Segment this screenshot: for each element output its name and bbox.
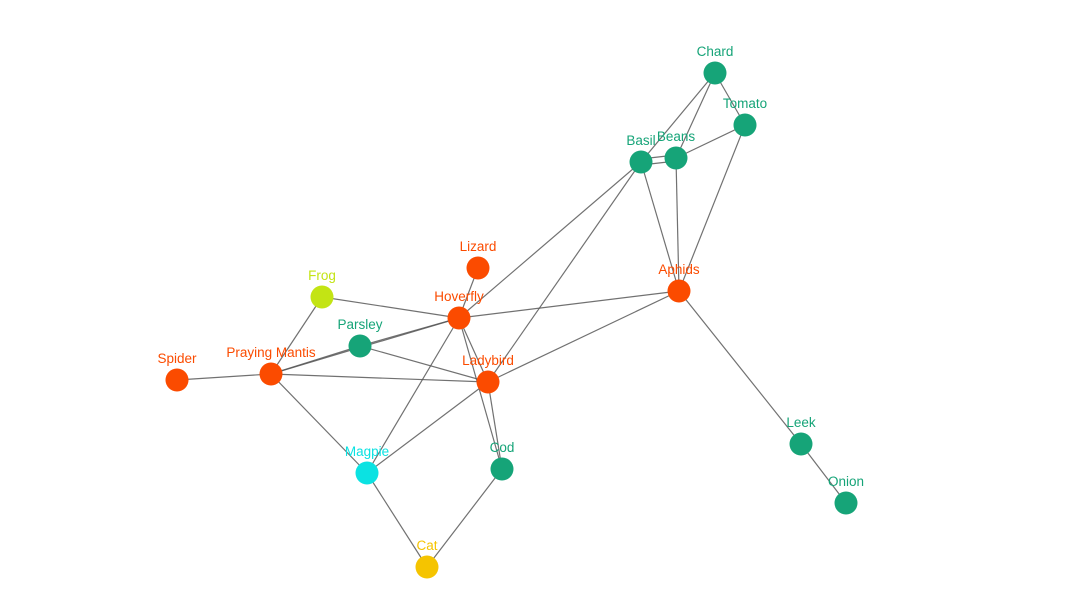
nodes-layer: [165, 61, 858, 579]
edge-beans-aphids: [675, 157, 680, 292]
edge-parsley-hoverfly: [359, 317, 460, 347]
node-label-cod: Cod: [490, 440, 515, 455]
node-cat[interactable]: [415, 555, 439, 579]
edge-basil-ladybird: [487, 161, 642, 383]
edge-hoverfly-magpie: [366, 317, 460, 474]
edge-aphids-hoverfly: [458, 290, 680, 319]
node-tomato[interactable]: [733, 113, 757, 137]
node-ladybird[interactable]: [476, 370, 500, 394]
edges-layer: [176, 72, 847, 568]
node-label-lizard: Lizard: [460, 239, 497, 254]
node-label-cat: Cat: [416, 538, 437, 553]
edge-ladybird-cod: [487, 381, 503, 470]
node-label-praying-mantis: Praying Mantis: [226, 345, 316, 360]
node-label-basil: Basil: [626, 133, 655, 148]
node-aphids[interactable]: [667, 279, 691, 303]
node-label-leek: Leek: [786, 415, 816, 430]
edge-leek-onion: [800, 443, 847, 504]
node-spider[interactable]: [165, 368, 189, 392]
edge-praying-mantis-ladybird: [270, 373, 489, 383]
edge-ladybird-magpie: [366, 381, 489, 474]
node-magpie[interactable]: [355, 461, 379, 485]
edge-basil-aphids: [640, 161, 680, 292]
edge-cod-cat: [426, 468, 503, 568]
node-onion[interactable]: [834, 491, 858, 515]
edge-spider-praying-mantis: [176, 373, 272, 381]
node-hoverfly[interactable]: [447, 306, 471, 330]
node-label-frog: Frog: [308, 268, 336, 283]
edge-frog-praying-mantis: [270, 296, 323, 375]
edge-aphids-ladybird: [487, 290, 680, 383]
edge-tomato-aphids: [678, 124, 746, 292]
edge-magpie-cat: [366, 472, 428, 568]
node-frog[interactable]: [310, 285, 334, 309]
edge-parsley-ladybird: [359, 345, 489, 383]
edge-hoverfly-cod: [458, 317, 503, 470]
node-chard[interactable]: [703, 61, 727, 85]
node-praying-mantis[interactable]: [259, 362, 283, 386]
edge-chard-basil: [640, 72, 716, 163]
edge-basil-hoverfly: [458, 161, 642, 319]
node-label-chard: Chard: [697, 44, 734, 59]
node-basil[interactable]: [629, 150, 653, 174]
edge-hoverfly-ladybird: [458, 317, 489, 383]
node-label-hoverfly: Hoverfly: [434, 289, 484, 304]
node-beans[interactable]: [664, 146, 688, 170]
node-label-spider: Spider: [157, 351, 197, 366]
node-lizard[interactable]: [466, 256, 490, 280]
node-cod[interactable]: [490, 457, 514, 481]
node-parsley[interactable]: [348, 334, 372, 358]
edge-aphids-leek: [678, 290, 802, 445]
node-leek[interactable]: [789, 432, 813, 456]
node-label-parsley: Parsley: [337, 317, 382, 332]
edge-tomato-beans: [675, 124, 746, 159]
edge-frog-hoverfly: [321, 296, 460, 319]
edge-chard-beans: [675, 72, 716, 159]
edge-praying-mantis-magpie: [270, 373, 368, 474]
